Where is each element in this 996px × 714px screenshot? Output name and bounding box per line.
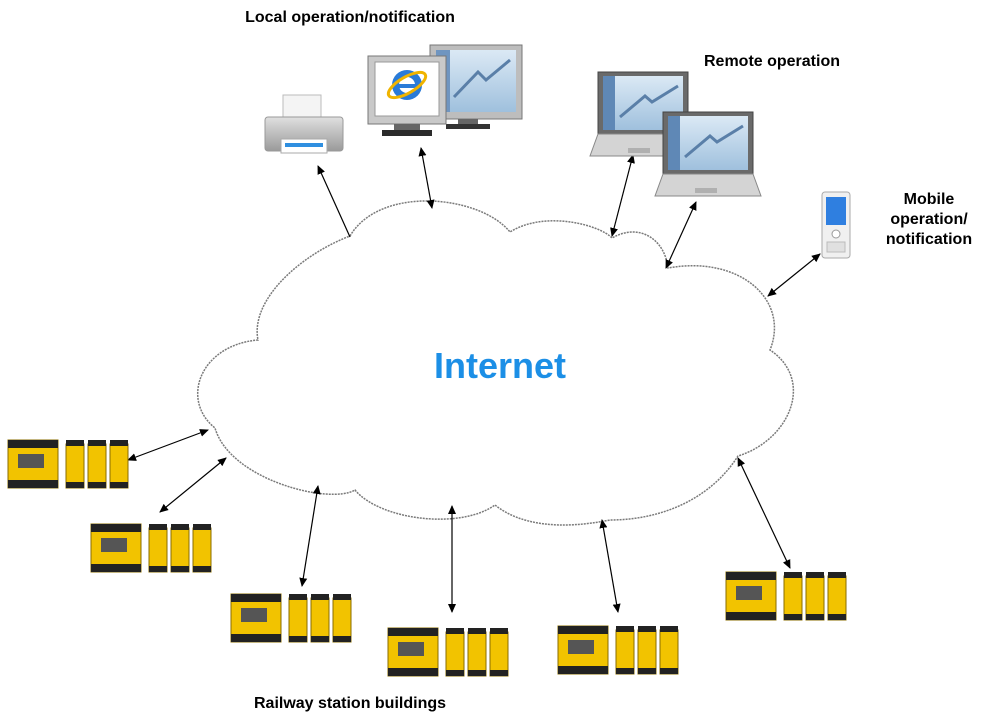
connection-arrows	[127, 147, 821, 613]
remote-operation-label: Remote operation	[703, 53, 840, 70]
arrow-device3	[299, 485, 321, 587]
arrow-device6	[737, 457, 791, 569]
local-operation-label: Local operation/notification	[245, 9, 455, 26]
mobile-phone-icon	[821, 191, 851, 259]
yellow-modular-device-icon-5	[557, 625, 679, 675]
printer-icon	[264, 94, 344, 154]
arrow-mobile	[767, 253, 821, 297]
internet-explorer-icon	[386, 70, 428, 100]
internet-label: Internet	[434, 345, 566, 386]
yellow-modular-device-icon	[7, 439, 129, 489]
arrow-device1	[127, 429, 209, 461]
desktop-monitor-icon	[367, 44, 523, 136]
yellow-modular-device-icon-4	[387, 627, 509, 677]
mobile-label-line1: Mobile	[903, 191, 955, 208]
arrow-printer	[317, 165, 351, 238]
arrow-laptop1	[610, 154, 635, 237]
arrow-laptop2	[665, 201, 697, 269]
mobile-label-line3: notification	[885, 231, 973, 248]
railway-buildings-label: Railway station buildings	[253, 695, 447, 712]
arrow-desktop	[418, 147, 435, 209]
internet-cloud	[197, 200, 795, 526]
arrow-device5	[599, 519, 621, 613]
arrow-device2	[159, 457, 227, 513]
yellow-modular-device-icon-2	[90, 523, 212, 573]
mobile-operation-label: Mobile operation/ notification	[862, 190, 996, 250]
mobile-label-line2: operation/	[890, 211, 968, 228]
yellow-modular-device-icon-6	[725, 571, 847, 621]
yellow-modular-device-icon-3	[230, 593, 352, 643]
laptop-icon-2	[654, 111, 762, 197]
